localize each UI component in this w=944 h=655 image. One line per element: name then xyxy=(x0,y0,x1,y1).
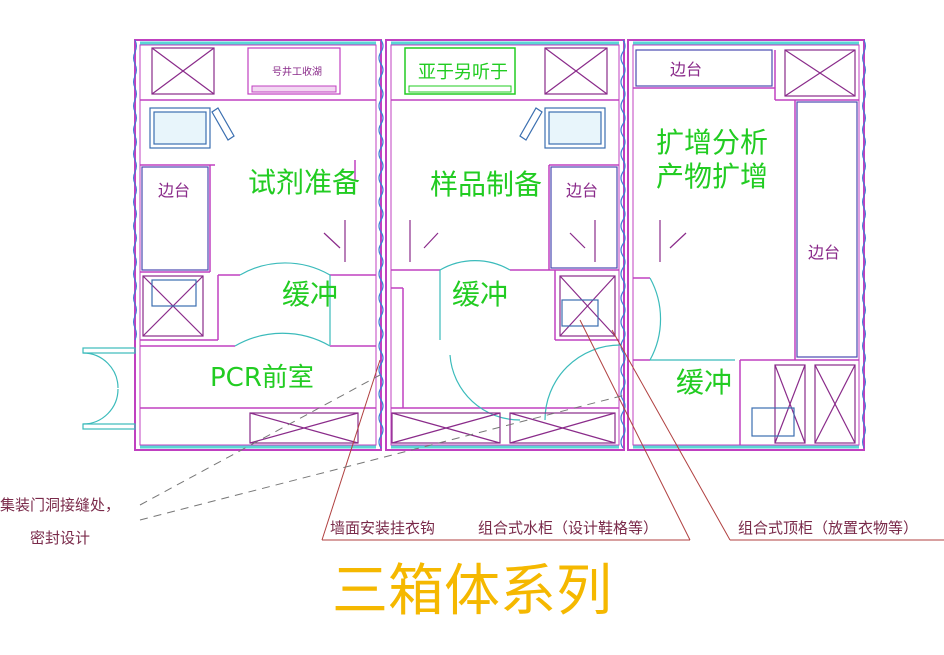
annotation-leaders xyxy=(321,319,944,541)
room-label-sample-prep: 样品制备 xyxy=(430,168,542,201)
bench-outlines xyxy=(141,49,858,358)
sink-units xyxy=(149,107,795,437)
room-label-pcr-anteroom: PCR前室 xyxy=(210,363,314,393)
room-label-buffer-2: 缓冲 xyxy=(452,278,508,311)
annotation-container-seam: 集装门洞接缝处， xyxy=(0,496,120,514)
seam-dashes xyxy=(139,374,626,521)
wall-hooks xyxy=(323,220,687,262)
room-label-amp-line2: 产物扩增 xyxy=(656,160,768,193)
caption-title: 三箱体系列 xyxy=(332,559,612,624)
bench-label-2: 边台 xyxy=(566,181,598,200)
partition-walls xyxy=(140,50,859,445)
container-shells xyxy=(133,39,866,451)
bench-label-4: 边台 xyxy=(808,243,840,262)
bench-label-1: 边台 xyxy=(158,181,190,200)
top-cabinets xyxy=(247,47,516,95)
room-label-buffer-1: 缓冲 xyxy=(282,278,338,311)
cabinet-label-1: 号井工收湖 xyxy=(272,65,322,78)
room-label-amp-line1: 扩增分析 xyxy=(656,126,768,159)
annotation-top-cabinet: 组合式顶柜（放置衣物等） xyxy=(738,519,918,537)
annotation-sealed-design: 密封设计 xyxy=(30,529,90,547)
annotation-water-cabinet: 组合式水柜（设计鞋格等） xyxy=(478,519,658,537)
bench-label-3: 边台 xyxy=(670,60,702,79)
cross-cabinets xyxy=(142,47,856,444)
room-label-buffer-3: 缓冲 xyxy=(676,366,732,399)
room-label-reagent-prep: 试剂准备 xyxy=(248,166,360,199)
door-swings xyxy=(82,260,735,430)
cabinet-label-2: 亚于另听于 xyxy=(418,62,508,83)
annotation-wall-hooks: 墙面安装挂衣钩 xyxy=(330,519,435,537)
